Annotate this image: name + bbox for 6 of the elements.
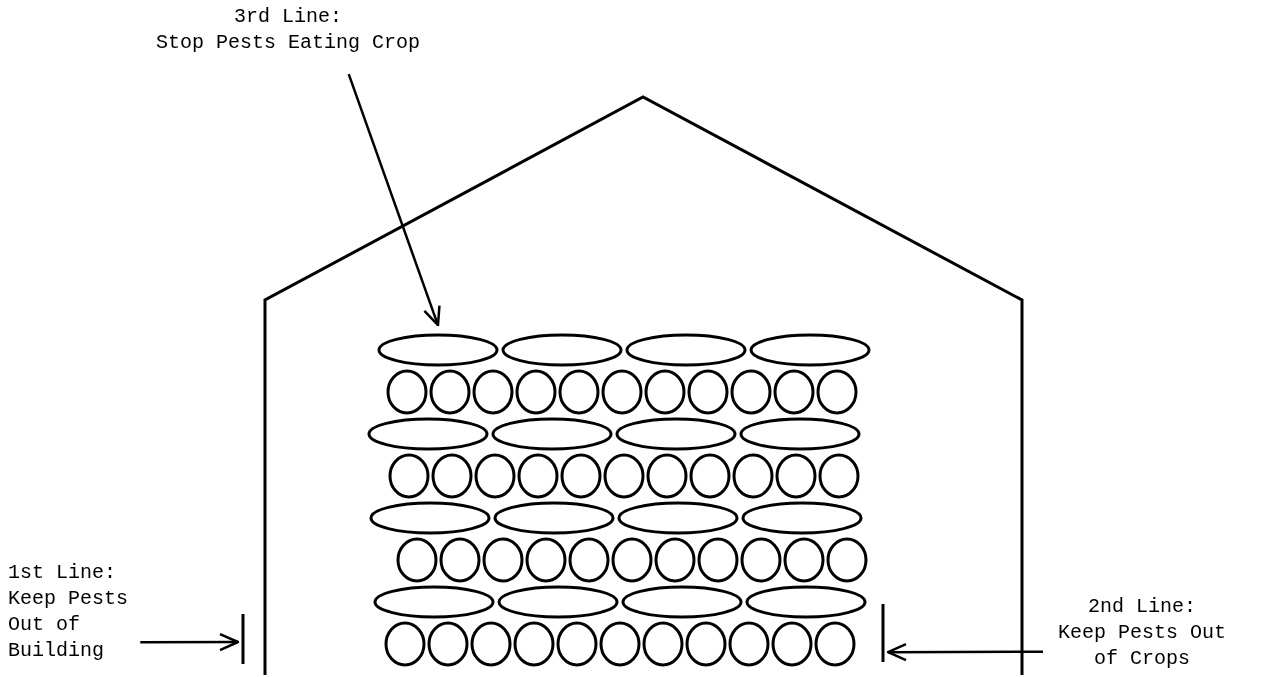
arrow — [886, 642, 1043, 662]
arrow — [347, 73, 441, 327]
callout-label: 3rd Line: Stop Pests Eating Crop — [150, 4, 426, 56]
callout-label: 1st Line: Keep Pests Out of Building — [8, 560, 134, 664]
arrow — [140, 632, 240, 652]
callout-label: 2nd Line: Keep Pests Out of Crops — [1052, 594, 1232, 672]
